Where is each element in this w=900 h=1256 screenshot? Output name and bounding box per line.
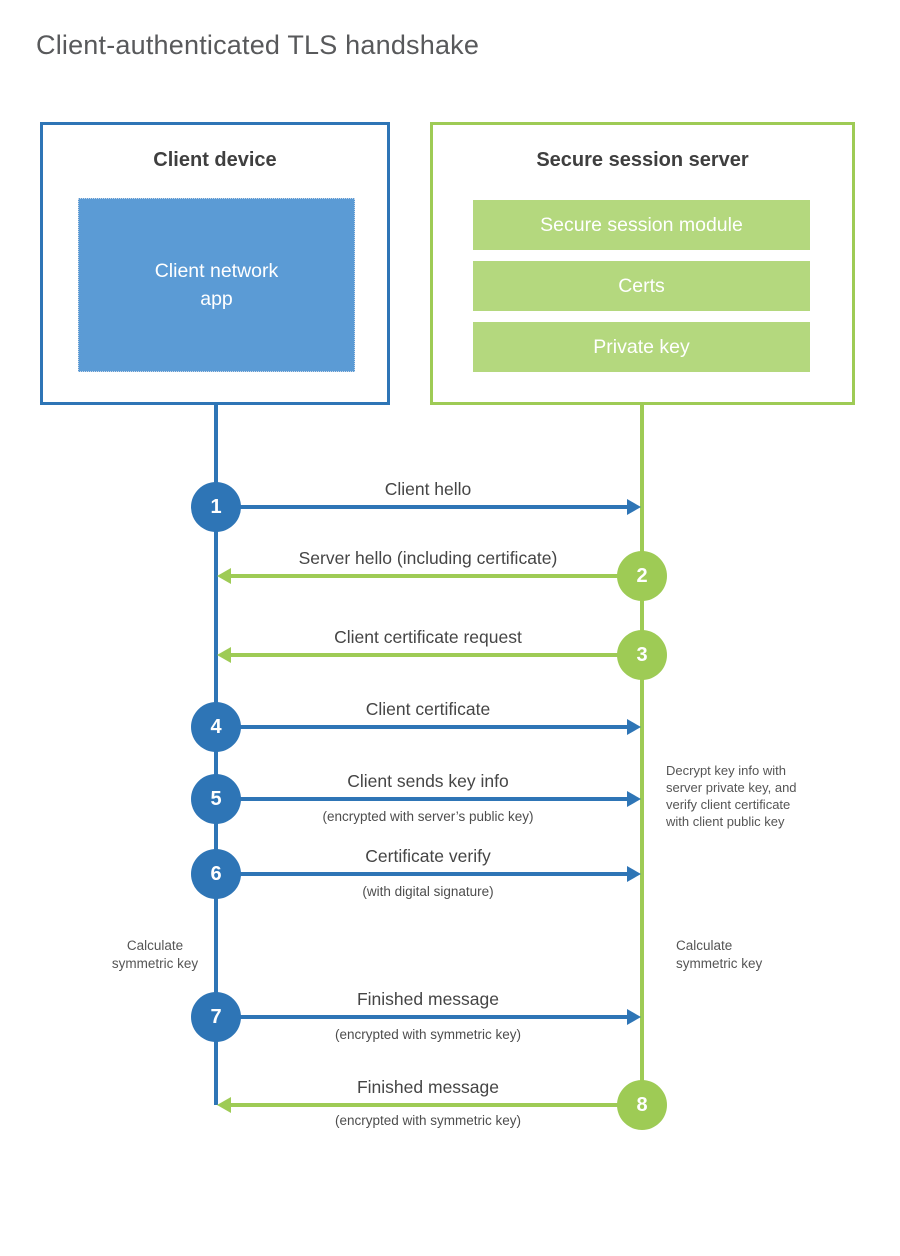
step-3-badge: 3 [617, 630, 667, 680]
step-6-badge: 6 [191, 849, 241, 899]
server-private-key-bar: Private key [473, 322, 810, 372]
step-8-sublabel: (encrypted with symmetric key) [334, 1113, 522, 1128]
step-6-sublabel: (with digital signature) [362, 884, 494, 899]
step-3-arrow [231, 653, 642, 657]
step-1-badge: 1 [191, 482, 241, 532]
step-5-badge: 5 [191, 774, 241, 824]
step-8-number: 8 [636, 1093, 648, 1116]
step-2-arrowhead-icon [217, 568, 231, 584]
step-1-arrowhead-icon [627, 499, 641, 515]
step-4-arrow [216, 725, 629, 729]
server-decrypt-note: Decrypt key info with server private key… [666, 763, 797, 829]
step-7-sublabel: (encrypted with symmetric key) [334, 1027, 522, 1042]
step-4-arrowhead-icon [627, 719, 641, 735]
step-2-number: 2 [636, 564, 648, 587]
step-5-arrow [216, 797, 629, 801]
step-6-number: 6 [210, 862, 222, 885]
step-8-badge: 8 [617, 1080, 667, 1130]
step-8-arrow [231, 1103, 642, 1107]
server-module-bar: Secure session module [473, 200, 810, 250]
client-network-app-rect: Client network app [78, 198, 355, 372]
step-5-sublabel: (encrypted with server’s public key) [322, 809, 534, 824]
client-calc-symmetric-key-note: Calculate symmetric key [111, 938, 199, 971]
step-1-label: Client hello [384, 479, 472, 499]
step-3-arrowhead-icon [217, 647, 231, 663]
client-lifeline [214, 405, 218, 1105]
step-6-arrowhead-icon [627, 866, 641, 882]
step-7-badge: 7 [191, 992, 241, 1042]
step-4-badge: 4 [191, 702, 241, 752]
step-7-label: Finished message [356, 989, 500, 1009]
step-1-arrow [216, 505, 629, 509]
step-7-arrowhead-icon [627, 1009, 641, 1025]
step-1-number: 1 [210, 495, 222, 518]
step-5-label: Client sends key info [347, 771, 509, 791]
step-8-arrowhead-icon [217, 1097, 231, 1113]
step-7-arrow [216, 1015, 629, 1019]
client-device-title: Client device [153, 149, 277, 171]
server-box-title: Secure session server [536, 149, 749, 171]
step-2-badge: 2 [617, 551, 667, 601]
step-8-label: Finished message [356, 1077, 500, 1097]
step-3-label: Client certificate request [334, 627, 522, 647]
step-3-number: 3 [636, 643, 648, 666]
server-calc-symmetric-key-note: Calculate symmetric key [676, 938, 763, 971]
step-5-arrowhead-icon [627, 791, 641, 807]
server-lifeline [640, 405, 644, 1105]
step-2-label: Server hello (including certificate) [298, 548, 558, 568]
step-4-label: Client certificate [365, 699, 491, 719]
step-2-arrow [231, 574, 642, 578]
step-5-number: 5 [210, 787, 222, 810]
page-title: Client-authenticated TLS handshake [36, 30, 480, 60]
step-4-number: 4 [210, 715, 222, 738]
step-6-label: Certificate verify [365, 846, 491, 866]
server-certs-bar: Certs [473, 261, 810, 311]
step-7-number: 7 [210, 1005, 222, 1028]
step-6-arrow [216, 872, 629, 876]
